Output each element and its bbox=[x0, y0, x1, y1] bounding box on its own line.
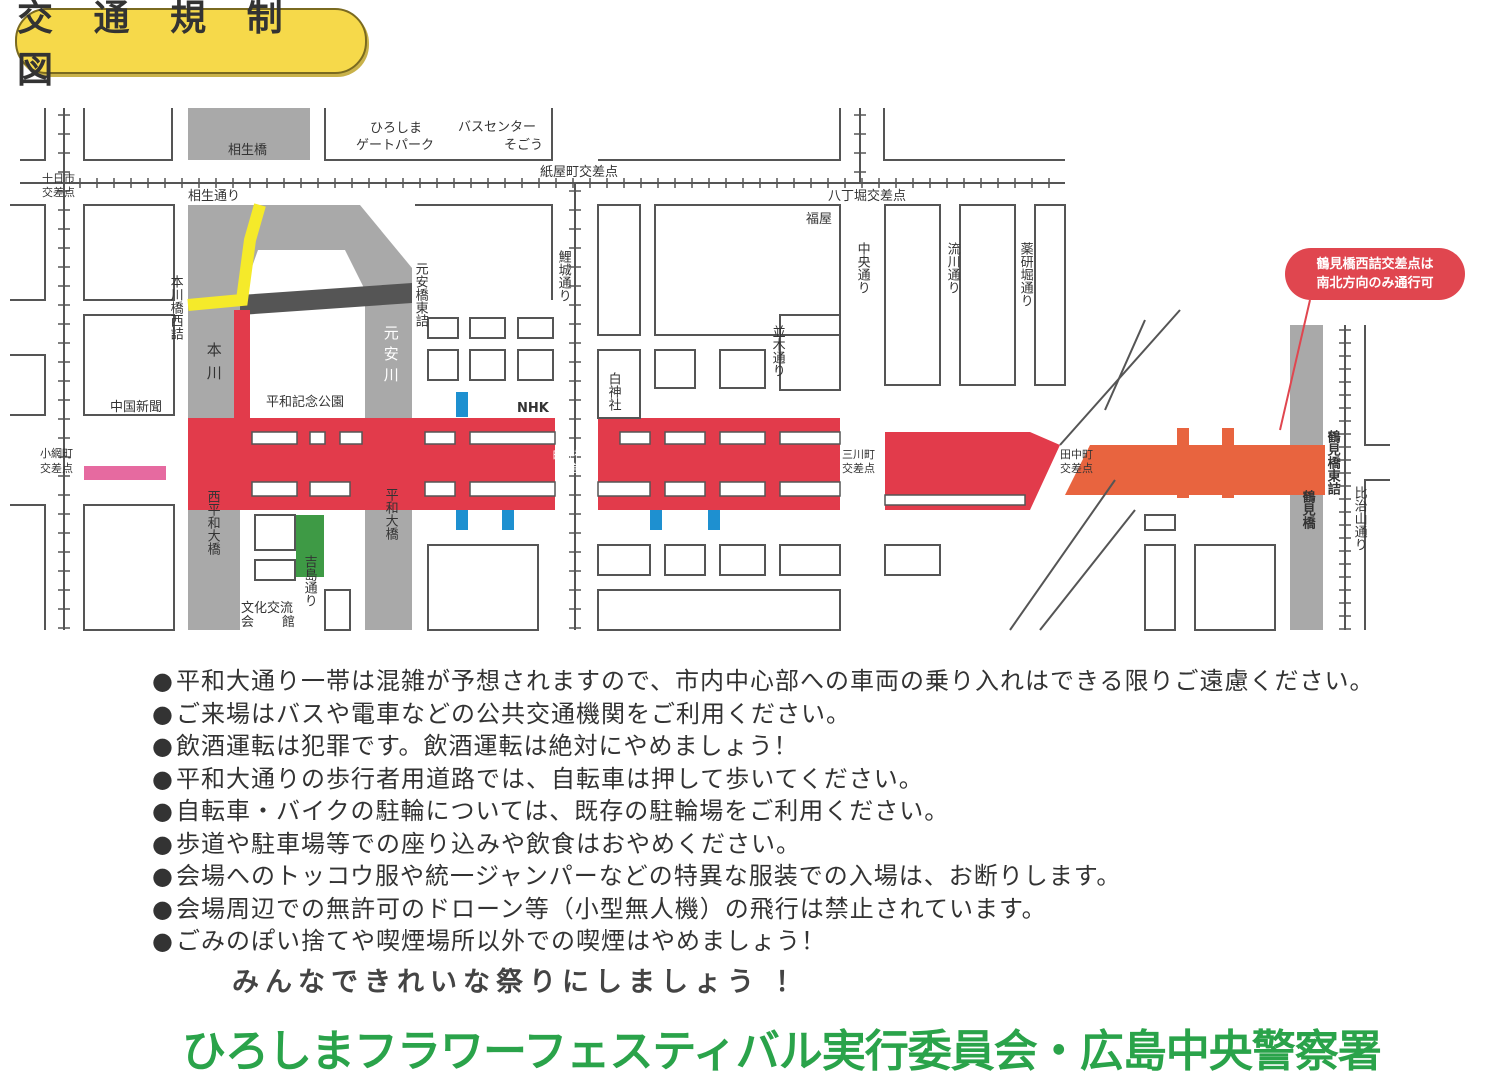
label-motoyasu-higashizume: 元安橋東詰 bbox=[412, 262, 428, 327]
green-route bbox=[296, 515, 324, 577]
label-rijo-dori: 鯉城通り bbox=[555, 250, 571, 302]
label-gatepark: ひろしま bbox=[370, 121, 423, 136]
city-blocks bbox=[10, 108, 1390, 631]
label-tsurumi-higashizume: 鶴見橋東詰 bbox=[1324, 430, 1340, 495]
label-tokaichi: 十日市 bbox=[42, 172, 75, 185]
notice-item: 飲酒運転は犯罪です。飲酒運転は絶対にやめましょう！ bbox=[152, 730, 1375, 763]
label-hatchobori: 八丁堀交差点 bbox=[828, 189, 907, 204]
railway-lines bbox=[20, 108, 1346, 630]
aioi-bridge-area bbox=[188, 108, 310, 160]
label-honkawa: 本川 bbox=[204, 342, 223, 388]
label-nhk: NHK bbox=[517, 401, 549, 416]
river-shape bbox=[188, 205, 412, 630]
rivers bbox=[188, 108, 1323, 630]
label-kamiyacho: 紙屋町交差点 bbox=[540, 165, 619, 180]
label-mikawacho-2: 交差点 bbox=[842, 462, 875, 475]
callout-line-1: 鶴見橋西詰交差点は bbox=[1316, 257, 1434, 272]
label-tanakamachi: 田中町 bbox=[1060, 448, 1093, 461]
label-koamicho-2: 交差点 bbox=[40, 462, 73, 475]
notice-item: 会場へのトッコウ服や統一ジャンパーなどの特異な服装での入場は、お断りします。 bbox=[152, 860, 1375, 893]
label-tsurumi-bridge: 鶴見橋 bbox=[1299, 490, 1315, 529]
label-namiki-dori: 並木通り bbox=[769, 325, 785, 377]
label-aioi-dori: 相生通り bbox=[188, 189, 241, 204]
label-hijiyama-dori: 比治山通り bbox=[1351, 486, 1367, 551]
label-tanakamachi-2: 交差点 bbox=[1060, 462, 1093, 475]
label-yagenbori-dori: 薬研堀通り bbox=[1017, 242, 1033, 307]
blue-marks bbox=[456, 392, 720, 530]
callout-tsurumi-intersection: 鶴見橋西詰交差点は 南北方向のみ通行可 bbox=[1285, 248, 1465, 300]
closed-roads bbox=[188, 310, 1060, 510]
notice-item: 歩道や駐車場等での座り込みや飲食はおやめください。 bbox=[152, 828, 1375, 861]
pink-lane bbox=[84, 466, 166, 480]
notice-item: 平和大通りの歩行者用道路では、自転車は押して歩いてください。 bbox=[152, 763, 1375, 796]
label-chuo-dori: 中央通り bbox=[854, 242, 870, 294]
blocks-in-closure bbox=[251, 431, 1026, 506]
yellow-route bbox=[187, 203, 266, 311]
label-nishiheiwa-bridge: 西平和大橋 bbox=[204, 490, 220, 555]
notice-item: ごみのぽい捨てや喫煙場所以外での喫煙はやめましょう！ bbox=[152, 925, 1375, 958]
label-bus-center: バスセンター bbox=[458, 120, 537, 135]
label-gatepark-2: ゲートパーク bbox=[356, 138, 435, 153]
label-heiwa-bridge: 平和大橋 bbox=[382, 488, 398, 540]
label-yoshijima-dori: 吉島通り bbox=[301, 555, 317, 607]
label-mikawacho: 三川町 bbox=[842, 448, 875, 461]
label-sogo: そごう bbox=[504, 138, 544, 153]
label-fukuya: 福屋 bbox=[806, 212, 833, 227]
label-aioi-bridge: 相生橋 bbox=[228, 143, 268, 158]
bridge-road bbox=[240, 283, 412, 315]
notice-item: 自転車・バイクの駐輪については、既存の駐輪場をご利用ください。 bbox=[152, 795, 1375, 828]
railway-ticks bbox=[58, 114, 1351, 630]
label-hakushima: 白神社 bbox=[605, 372, 621, 411]
label-bunka: 文化交流 bbox=[241, 601, 294, 616]
label-hakushinsha-2: 交差点 bbox=[556, 462, 589, 475]
notice-item: ご来場はバスや電車などの公共交通機関をご利用ください。 bbox=[152, 698, 1375, 731]
label-koamicho: 小網町 bbox=[40, 447, 73, 460]
label-bunka-3: 館 bbox=[282, 615, 296, 630]
partial-closure bbox=[1065, 428, 1325, 498]
label-chugoku-shimbun: 中国新聞 bbox=[110, 400, 163, 415]
label-tokaichi-2: 交差点 bbox=[42, 186, 75, 199]
label-motoyasugawa: 元安川 bbox=[381, 325, 400, 388]
notice-item: 会場周辺での無許可のドローン等（小型無人機）の飛行は禁止されています。 bbox=[152, 893, 1375, 926]
label-nagarekawa-dori: 流川通り bbox=[944, 242, 960, 294]
label-hakushinsha: 白神社前 bbox=[552, 448, 596, 461]
organizer-footer: ひろしまフラワーフェスティバル実行委員会・広島中央警察署 bbox=[182, 1026, 1382, 1077]
slogan: みんなできれいな祭りにしましょう ！ bbox=[232, 967, 809, 998]
callout-line-2: 南北方向のみ通行可 bbox=[1316, 276, 1434, 291]
notice-item: 平和大通り一帯は混雑が予想されますので、市内中心部への車両の乗り入れはできる限り… bbox=[152, 665, 1375, 698]
label-honkawa-nishizume: 本川橋西詰 bbox=[167, 275, 183, 340]
notice-list: 平和大通り一帯は混雑が予想されますので、市内中心部への車両の乗り入れはできる限り… bbox=[152, 665, 1375, 958]
callout-pointer bbox=[1279, 299, 1311, 431]
label-peace-park: 平和記念公園 bbox=[266, 395, 345, 410]
label-bunka-2: 会 bbox=[241, 615, 255, 630]
traffic-map bbox=[10, 108, 1390, 631]
